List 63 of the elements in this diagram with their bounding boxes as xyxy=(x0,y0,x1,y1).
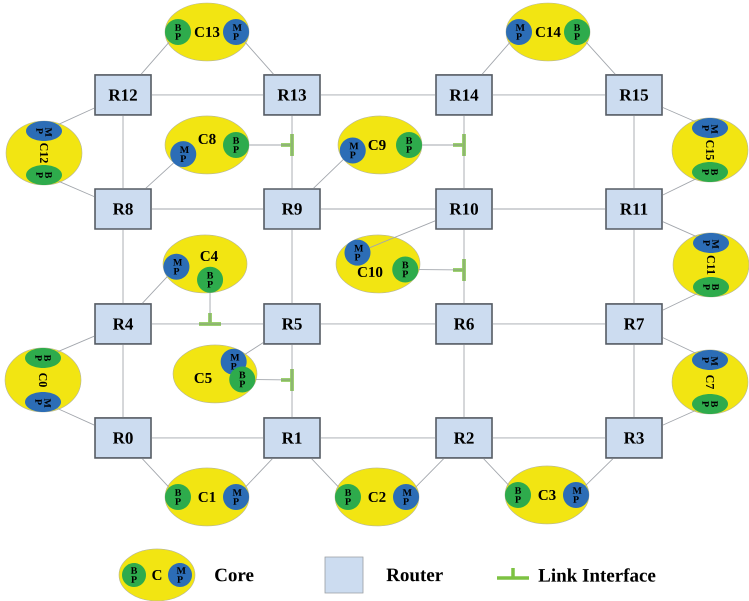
link-line xyxy=(414,458,444,488)
link-interface-mark xyxy=(453,258,466,281)
link-line xyxy=(662,221,698,238)
link-line xyxy=(492,208,606,210)
link-line xyxy=(422,144,462,146)
link-interface-mark xyxy=(281,134,294,156)
link-line xyxy=(662,293,698,311)
link-line xyxy=(244,458,273,488)
link-line xyxy=(151,94,264,96)
router-box: R8 xyxy=(94,188,152,230)
link-interface-mark xyxy=(453,134,466,156)
link-line xyxy=(142,276,168,304)
link-line xyxy=(492,94,606,96)
router-box: R0 xyxy=(94,417,152,459)
link-line xyxy=(58,108,95,125)
link-line xyxy=(56,408,95,426)
link-line xyxy=(311,458,340,488)
router-box: R4 xyxy=(94,303,152,345)
router-box: R6 xyxy=(435,303,493,345)
link-line xyxy=(320,208,436,210)
router-box: R1 xyxy=(263,417,321,459)
link-line xyxy=(244,342,264,355)
router-box: R11 xyxy=(605,188,663,230)
legend-label: Router xyxy=(386,568,443,582)
link-line xyxy=(151,208,264,210)
link-line xyxy=(255,379,290,380)
link-line xyxy=(483,458,510,486)
link-line xyxy=(313,159,344,189)
router-box: R13 xyxy=(263,74,321,116)
link-line xyxy=(662,337,697,354)
link-interface-mark xyxy=(281,368,294,391)
router-box: R2 xyxy=(435,417,493,459)
link-line xyxy=(662,107,696,122)
link-line xyxy=(58,180,95,198)
link-line xyxy=(585,41,616,75)
link-line xyxy=(122,229,124,304)
legend-label: Link Interface xyxy=(538,568,656,582)
link-line xyxy=(418,269,462,270)
router-box: R10 xyxy=(435,188,493,230)
link-line xyxy=(482,41,511,75)
router-box: R15 xyxy=(605,74,663,116)
link-line xyxy=(57,336,95,352)
core-label: C xyxy=(152,570,162,580)
link-line xyxy=(248,144,290,146)
router-box: R7 xyxy=(605,303,663,345)
link-line xyxy=(320,94,436,96)
link-line xyxy=(122,115,124,189)
link-line xyxy=(140,41,170,75)
link-line xyxy=(369,220,436,248)
link-line xyxy=(145,162,174,189)
link-line xyxy=(662,410,696,426)
link-line xyxy=(662,178,697,196)
link-interface-mark xyxy=(199,313,221,326)
link-line xyxy=(584,458,614,486)
router-box: R9 xyxy=(263,188,321,230)
link-line xyxy=(244,41,274,75)
router-box: R14 xyxy=(435,74,493,116)
link-line xyxy=(122,344,124,418)
router-box: R5 xyxy=(263,303,321,345)
router-box: R3 xyxy=(605,417,663,459)
legend-label: Core xyxy=(215,568,254,582)
router-box: R12 xyxy=(94,74,152,116)
link-line xyxy=(142,458,170,488)
